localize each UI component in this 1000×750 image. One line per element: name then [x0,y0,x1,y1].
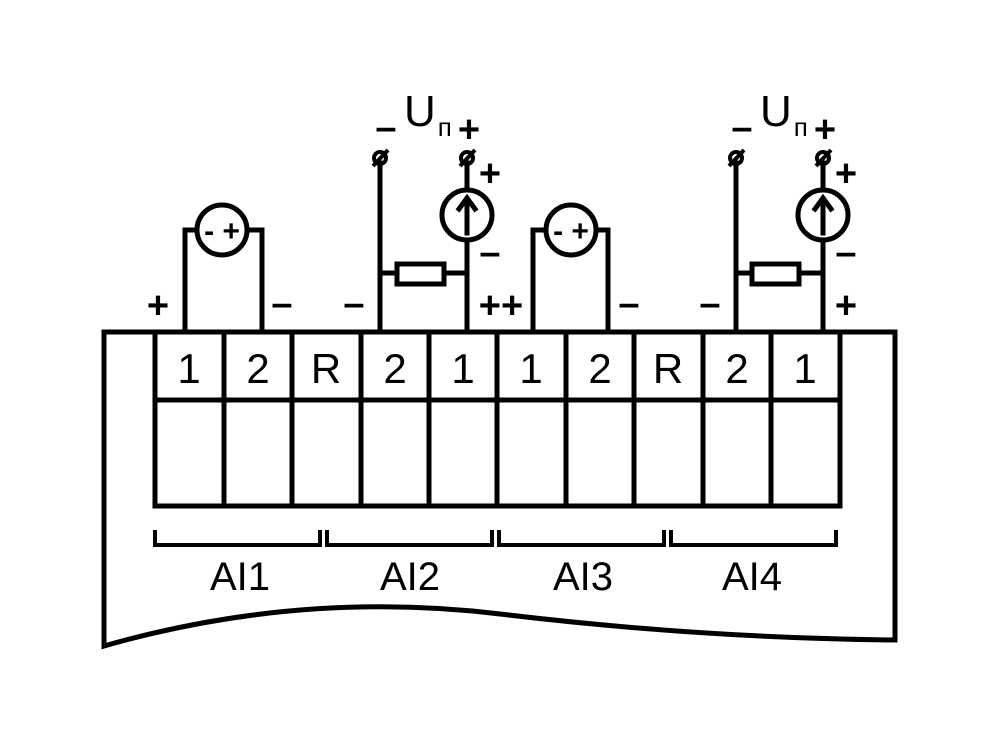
terminal-label: 1 [177,345,200,392]
terminal-label: 2 [725,345,748,392]
group-brackets [153,530,838,547]
voltage-source-ai3: - + – [530,202,640,335]
voltage-source-ai1: - + + – [147,202,293,335]
sign-plus-ai4: + [835,285,857,327]
current-loop-ai4: – Uп + + – – + [699,87,857,335]
terminal-label: 1 [451,345,474,392]
terminal-label: 2 [246,345,269,392]
terminal-block [152,329,843,509]
supply-voltage-ai2: Uп [404,87,452,142]
supply-voltage-ai4: Uп [760,87,808,142]
terminal-labels: 1 2 R 2 1 1 2 R 2 1 [177,345,816,392]
meter-plus-ai4: + [835,153,857,195]
sign-minus-ai1: – [271,283,292,325]
terminal-label: R [311,345,341,392]
supply-plus-ai4: + [814,109,836,151]
terminal-label: 2 [383,345,406,392]
group-labels: AI1 AI2 AI3 AI4 [210,555,782,599]
group-label-ai2: AI2 [380,555,440,599]
terminal-label: R [653,345,683,392]
meter-minus-ai2: – [479,232,500,274]
terminal-label: 2 [588,345,611,392]
group-label-ai3: AI3 [553,555,613,599]
sign-double-plus: ++ [479,285,523,327]
supply-minus-ai4: – [731,107,752,149]
terminal-label: 1 [793,345,816,392]
source-polarity-ai1: - + [204,215,240,248]
sign-plus-ai1: + [147,285,169,327]
supply-minus-ai2: – [375,107,396,149]
source-polarity-ai3: - + [553,215,589,248]
group-label-ai4: AI4 [722,555,782,599]
terminal-label: 1 [519,345,542,392]
device-housing [101,329,898,650]
meter-minus-ai4: – [835,232,856,274]
current-loop-ai2: – Uп + + – – ++ [343,87,523,335]
sign-minus-ai2: – [343,283,364,325]
sign-minus-ai4: – [699,283,720,325]
meter-plus-ai2: + [479,153,501,195]
supply-plus-ai2: + [458,109,480,151]
sign-minus-ai3: – [618,283,639,325]
group-label-ai1: AI1 [210,555,270,599]
